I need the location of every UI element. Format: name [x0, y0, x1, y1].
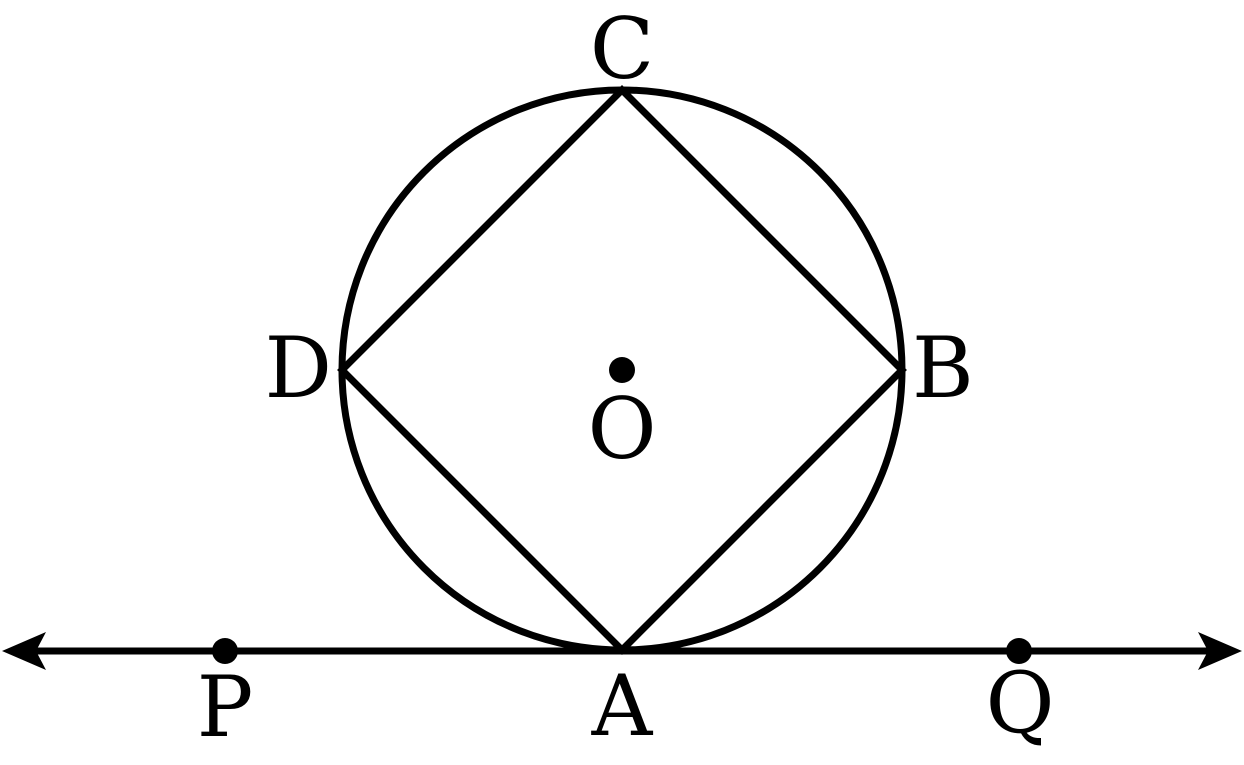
- right-arrowhead-icon: [1198, 632, 1242, 670]
- label-a: A: [591, 657, 654, 755]
- point-q: [1006, 638, 1032, 664]
- label-p: P: [197, 658, 254, 756]
- left-arrowhead-icon: [2, 632, 46, 670]
- square-abcd: [337, 85, 907, 655]
- label-d: D: [265, 319, 332, 417]
- label-c: C: [590, 0, 654, 98]
- label-q: Q: [986, 654, 1055, 752]
- point-p: [212, 638, 238, 664]
- center-point-o: [609, 357, 635, 383]
- label-o: O: [588, 380, 657, 478]
- label-b: B: [912, 319, 974, 417]
